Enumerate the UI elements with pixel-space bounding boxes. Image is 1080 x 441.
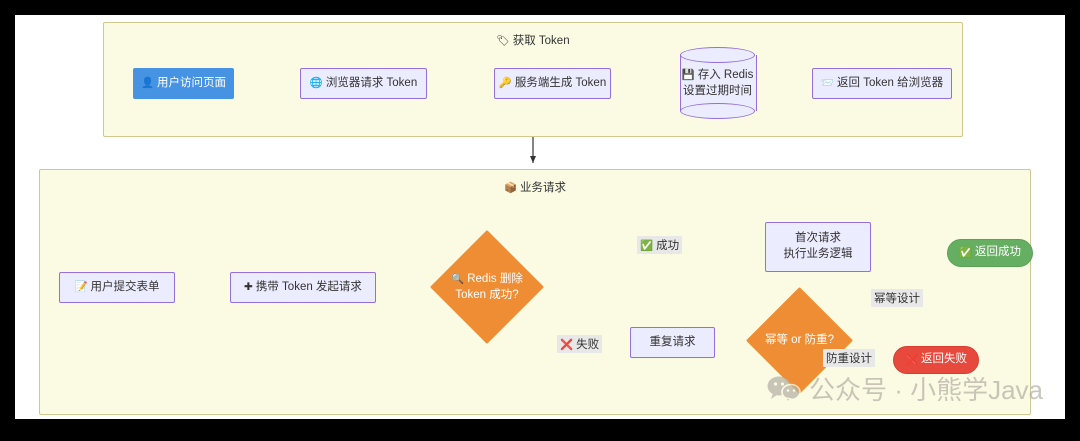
edge-label-antidup-design: 防重设计	[823, 349, 875, 367]
subgraph-business-title: 📦业务请求	[40, 179, 1030, 195]
subgraph-business-label: 业务请求	[520, 182, 567, 194]
node-server-generate-token[interactable]: 🔑服务端生成 Token	[494, 68, 611, 99]
cylinder-body	[680, 55, 757, 111]
bookmark-tabs-icon: 🏷	[496, 35, 510, 47]
node-browser-request-token-label: 浏览器请求 Token	[325, 76, 418, 89]
node-return-failure-label: 返回失败	[921, 353, 968, 366]
memo-icon: 📝	[74, 281, 88, 294]
cross-mark-icon: ❌	[904, 353, 919, 366]
cylinder-top-ellipse	[680, 47, 755, 63]
decision-line1: 🔍Redis 删除	[451, 272, 523, 285]
node-store-redis[interactable]: 💾存入 Redis 设置过期时间	[680, 47, 757, 119]
node-server-generate-token-label: 服务端生成 Token	[514, 76, 607, 89]
node-first-request-line1: 首次请求	[795, 232, 841, 245]
edge-label-idempotent-design: 幂等设计	[871, 289, 923, 307]
node-duplicate-request[interactable]: 重复请求	[630, 327, 715, 358]
hospital-icon: ✚	[244, 281, 253, 294]
browser-icon: 🌐	[309, 77, 323, 90]
magnifying-glass-icon: 🔍	[451, 272, 465, 285]
cylinder-bottom-ellipse	[680, 103, 755, 119]
node-browser-request-token[interactable]: 🌐浏览器请求 Token	[300, 68, 427, 99]
decision-line2: Token 成功?	[455, 289, 519, 301]
node-store-redis-line2: 设置过期时间	[683, 85, 752, 97]
key-icon: 🔑	[498, 77, 512, 90]
cross-mark-icon: ❌	[560, 339, 574, 351]
check-mark-icon: ✅	[640, 240, 654, 252]
node-redis-delete-token-decision[interactable]: 🔍Redis 删除 Token 成功?	[430, 230, 544, 344]
node-user-submit-form[interactable]: 📝用户提交表单	[59, 272, 175, 303]
node-idempotent-or-antidup-decision[interactable]: 幂等 or 防重?	[746, 287, 853, 394]
node-request-with-token[interactable]: ✚携带 Token 发起请求	[230, 272, 376, 303]
subgraph-token-title: 🏷获取 Token	[104, 32, 962, 48]
node-redis-delete-token-decision-label: 🔍Redis 删除 Token 成功?	[430, 230, 544, 344]
node-idempotent-or-antidup-label: 幂等 or 防重?	[764, 334, 834, 347]
diagram-canvas: 🏷获取 Token 📦业务请求 👤用户访问页面 🌐浏览器请求 Token 🔑服务…	[15, 15, 1065, 419]
incoming-envelope-icon: 📨	[820, 77, 834, 90]
edge-label-success: ✅成功	[637, 236, 683, 254]
user-icon: 👤	[140, 77, 155, 90]
edge-label-fail: ❌失败	[557, 335, 603, 353]
watermark-text: 公众号 · 小熊学Java	[808, 375, 1043, 405]
subgraph-token-label: 获取 Token	[512, 35, 570, 47]
wechat-icon	[767, 376, 801, 403]
node-request-with-token-label: 携带 Token 发起请求	[255, 280, 362, 293]
node-first-request-line2: 执行业务逻辑	[783, 248, 853, 260]
node-duplicate-request-label: 重复请求	[649, 335, 696, 348]
subgraph-business: 📦业务请求	[39, 169, 1031, 415]
node-return-token-to-browser[interactable]: 📨返回 Token 给浏览器	[812, 68, 952, 99]
node-user-visit-page-label: 用户访问页面	[157, 76, 227, 89]
node-user-submit-form-label: 用户提交表单	[90, 280, 160, 293]
node-return-success-label: 返回成功	[975, 246, 1022, 259]
floppy-disk-icon: 💾	[681, 68, 695, 81]
check-mark-icon: ✅	[958, 246, 973, 259]
node-return-failure[interactable]: ❌返回失败	[893, 346, 979, 374]
node-return-token-to-browser-label: 返回 Token 给浏览器	[837, 76, 944, 89]
node-store-redis-line1: 💾存入 Redis	[681, 68, 754, 81]
node-first-request-execute[interactable]: 首次请求 执行业务逻辑	[765, 222, 871, 272]
node-store-redis-text: 💾存入 Redis 设置过期时间	[680, 47, 755, 119]
node-user-visit-page[interactable]: 👤用户访问页面	[133, 68, 234, 99]
watermark: 公众号 · 小熊学Java	[767, 370, 1043, 407]
node-return-success[interactable]: ✅返回成功	[947, 239, 1033, 267]
package-icon: 📦	[503, 182, 518, 194]
